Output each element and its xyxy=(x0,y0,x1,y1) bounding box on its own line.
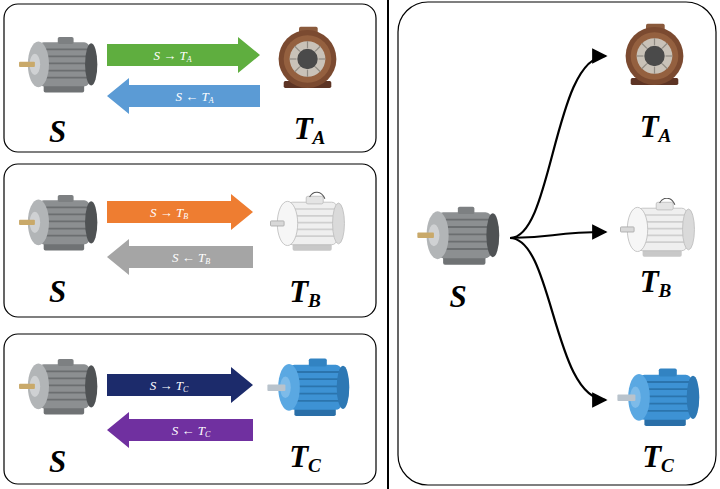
motor-node: S xyxy=(10,345,105,480)
motor-node: TB xyxy=(608,190,703,300)
curved-arrow xyxy=(510,238,606,400)
block-arrow xyxy=(107,239,253,275)
motor-label: S xyxy=(49,274,66,310)
pair-panel xyxy=(4,164,376,317)
motor-picture xyxy=(621,198,695,256)
divider-line xyxy=(387,0,389,489)
motor-picture xyxy=(267,359,349,417)
curved-arrow xyxy=(510,56,606,238)
pair-panel xyxy=(4,4,376,152)
motor-label: S xyxy=(49,444,66,480)
arrow-label: S ← TC xyxy=(172,423,211,438)
motor-node: TA xyxy=(262,12,357,147)
arrow-label: S → TA xyxy=(153,48,191,63)
motor-label: S xyxy=(49,114,66,150)
motor-label: TC xyxy=(642,439,674,475)
motor-picture xyxy=(271,192,345,250)
motor-node: S xyxy=(10,22,105,150)
block-arrow xyxy=(107,194,253,230)
motor-label: TB xyxy=(640,264,672,300)
stator-picture xyxy=(279,27,337,88)
motor-picture xyxy=(19,195,97,250)
block-arrow xyxy=(107,78,260,114)
motor-node: TC xyxy=(608,355,708,475)
stator-picture xyxy=(626,24,684,85)
motor-picture xyxy=(617,369,699,427)
motor-picture xyxy=(19,359,97,414)
motor-node: S xyxy=(10,180,105,310)
curved-arrow xyxy=(510,232,606,238)
pair-panel xyxy=(4,334,376,484)
motor-node: TC xyxy=(255,345,355,475)
motor-picture xyxy=(19,37,97,92)
block-arrow xyxy=(107,37,260,73)
motor-label: TC xyxy=(289,439,321,475)
motor-label: TA xyxy=(640,109,672,145)
motor-node: S xyxy=(408,195,508,315)
arrow-label: S ← TB xyxy=(172,250,210,265)
arrow-label: S → TB xyxy=(150,205,188,220)
motor-node: TA xyxy=(608,5,703,145)
arrow-label: S ← TA xyxy=(175,89,213,104)
multi-target-panel xyxy=(398,2,716,485)
motor-picture xyxy=(417,207,499,265)
motor-node: TB xyxy=(255,185,355,310)
motor-label: TA xyxy=(294,111,326,147)
block-arrow xyxy=(107,412,253,448)
motor-label: TB xyxy=(289,274,321,310)
arrow-label: S → TC xyxy=(150,378,189,393)
block-arrow xyxy=(107,367,253,403)
motor-label: S xyxy=(449,279,466,315)
